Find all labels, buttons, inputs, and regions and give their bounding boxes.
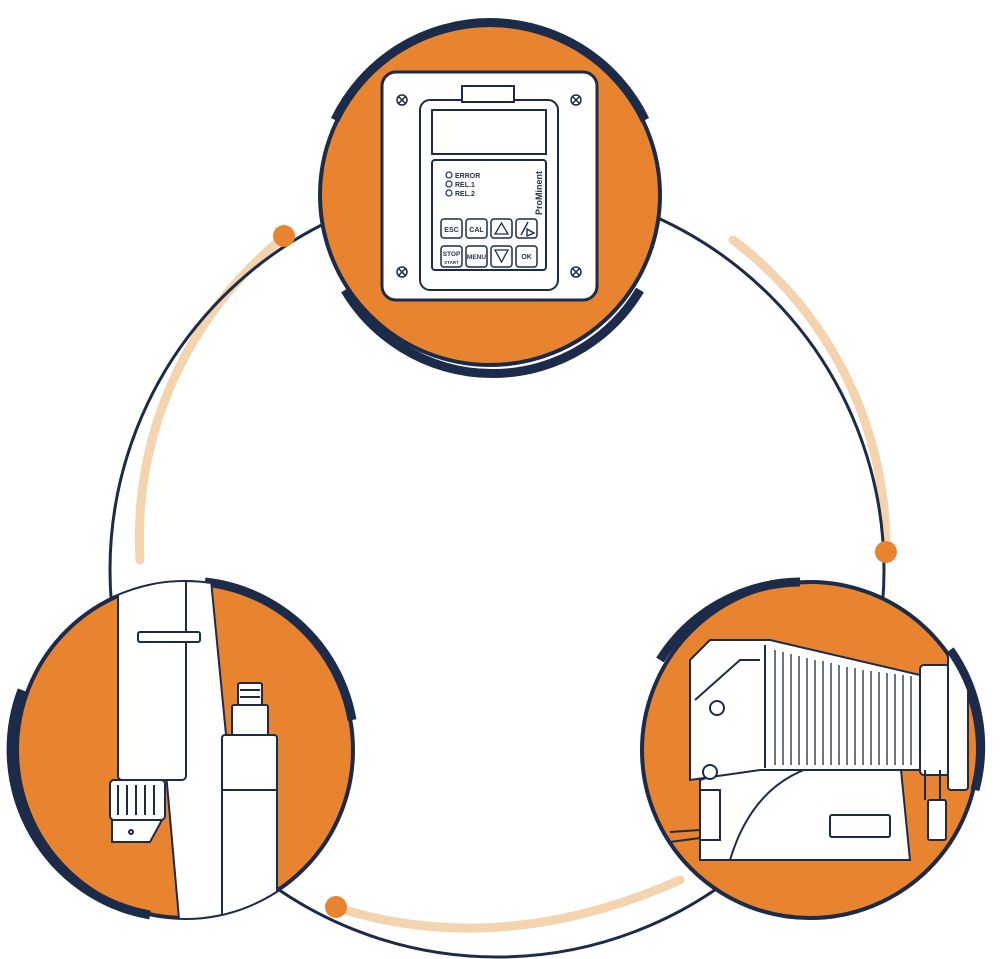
sensor-rim-top <box>204 577 357 721</box>
sensor-rim-bottom <box>6 688 151 920</box>
controller-label-slot <box>461 85 515 103</box>
connector-dot-left <box>273 225 295 247</box>
pump-rim-right <box>946 647 986 792</box>
glow-arc-bottom <box>330 875 685 933</box>
controller-rim-bottom <box>341 287 644 378</box>
pump-node <box>640 577 986 920</box>
controller-keypad-panel <box>431 159 547 271</box>
esc-key-label: ESC <box>444 227 458 234</box>
led-error <box>445 171 453 179</box>
stop-key-label: STOP <box>443 251 461 258</box>
connector-dot-bottom <box>325 896 347 918</box>
connector-dot-right <box>875 541 897 563</box>
led-rel1 <box>445 180 453 188</box>
screw-icon <box>396 94 582 278</box>
ok-key[interactable] <box>515 245 538 268</box>
start-key-label: START <box>444 260 459 265</box>
led-rel1-label: REL.1 <box>455 182 475 189</box>
pump-illustration <box>669 639 969 861</box>
keypad: ESC CAL STOP START MENU OK <box>440 218 538 268</box>
led-list: ERROR REL.1 REL.2 <box>445 171 480 198</box>
controller-rim-top <box>330 18 650 122</box>
led-rel2-label: REL.2 <box>455 191 475 198</box>
controller-display <box>431 109 547 155</box>
triangle-down-icon <box>493 249 510 264</box>
sensor-probe-illustration <box>109 582 201 843</box>
led-rel2 <box>445 189 453 197</box>
controller-node: ERROR REL.1 REL.2 ProMinent ESC CAL STOP <box>318 18 662 378</box>
menu-key-label: MENU <box>467 254 486 261</box>
glow-arc-left <box>134 233 288 565</box>
cal-key-label: CAL <box>469 227 484 234</box>
led-error-label: ERROR <box>455 173 480 180</box>
glow-arc-right <box>728 235 891 557</box>
menu-key[interactable] <box>465 245 488 268</box>
ok-key-label: OK <box>521 254 532 261</box>
stop-start-key[interactable] <box>440 245 463 268</box>
triangle-up-icon <box>493 221 510 235</box>
manual-toggle-icon <box>520 221 536 238</box>
pump-rim-top <box>656 577 801 663</box>
sensor-node <box>6 577 357 920</box>
brand-logo: ProMinent <box>534 171 544 215</box>
esc-key[interactable] <box>440 218 463 239</box>
cal-key[interactable] <box>465 218 488 239</box>
